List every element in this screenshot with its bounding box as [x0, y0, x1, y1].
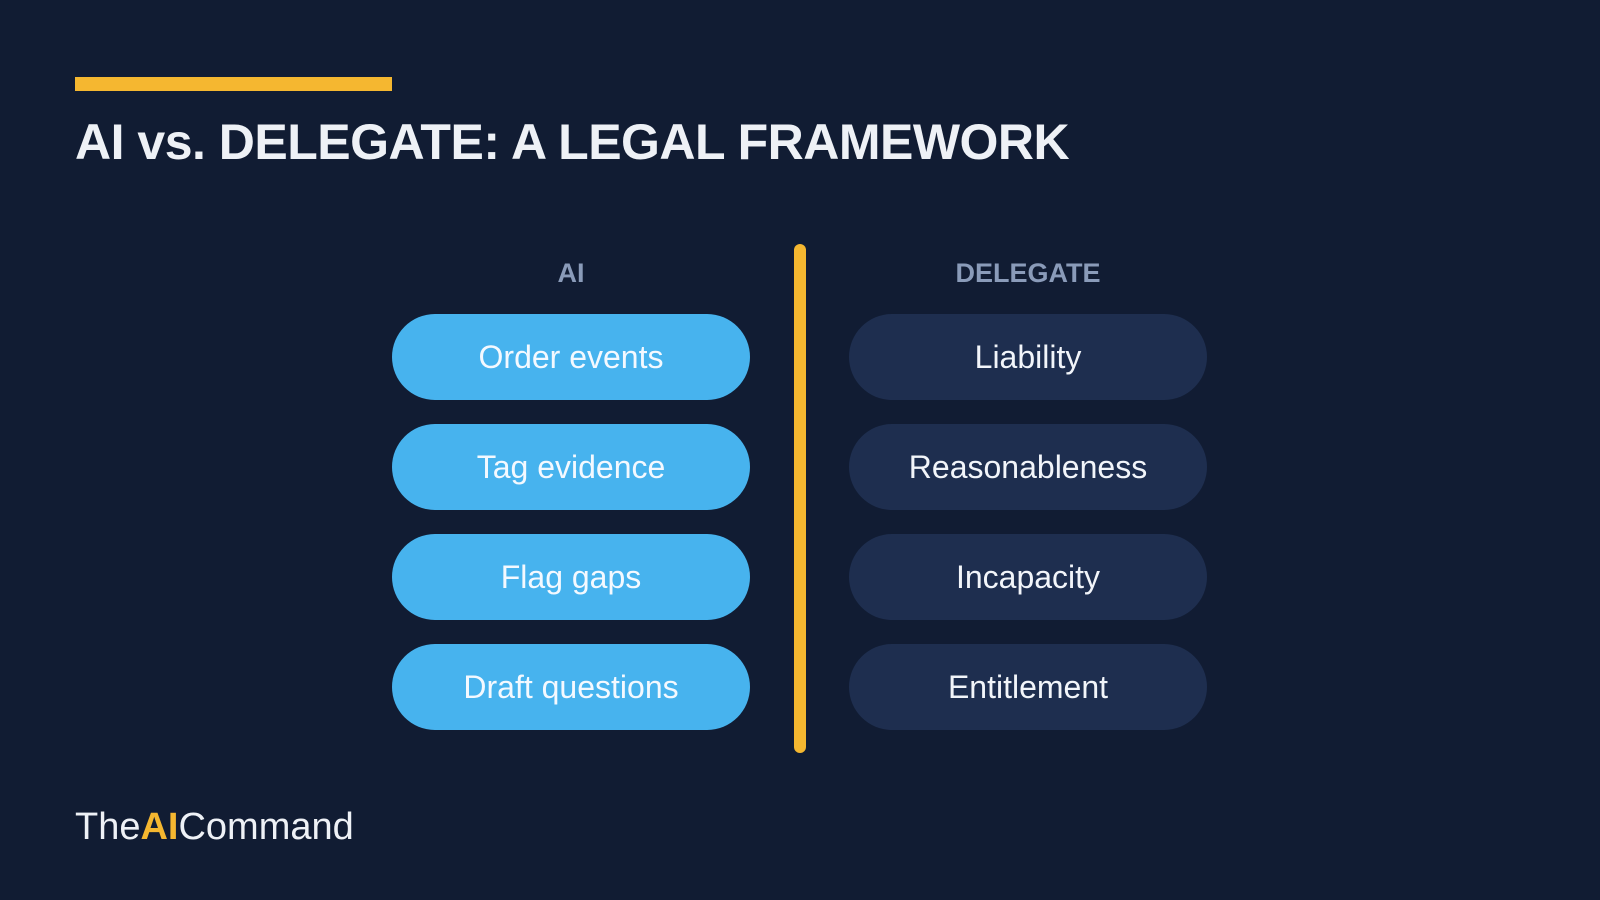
page-title: AI vs. DELEGATE: A LEGAL FRAMEWORK — [75, 114, 1070, 170]
ai-item-draft-questions: Draft questions — [392, 644, 750, 730]
delegate-item-entitlement: Entitlement — [849, 644, 1207, 730]
brand-logo: TheAICommand — [75, 804, 354, 850]
delegate-item-incapacity: Incapacity — [849, 534, 1207, 620]
delegate-column-header: DELEGATE — [955, 258, 1101, 288]
delegate-column: DELEGATE Liability Reasonableness Incapa… — [849, 250, 1207, 754]
brand-prefix: The — [75, 806, 141, 848]
title-accent-bar — [75, 77, 392, 91]
ai-item-tag-evidence: Tag evidence — [392, 424, 750, 510]
delegate-item-reasonableness: Reasonableness — [849, 424, 1207, 510]
ai-column-header: AI — [557, 258, 585, 288]
ai-item-flag-gaps: Flag gaps — [392, 534, 750, 620]
ai-item-order-events: Order events — [392, 314, 750, 400]
brand-suffix: Command — [178, 806, 354, 848]
delegate-item-liability: Liability — [849, 314, 1207, 400]
column-divider — [794, 244, 806, 753]
brand-highlight: AI — [140, 806, 179, 848]
ai-column: AI Order events Tag evidence Flag gaps D… — [392, 250, 750, 754]
